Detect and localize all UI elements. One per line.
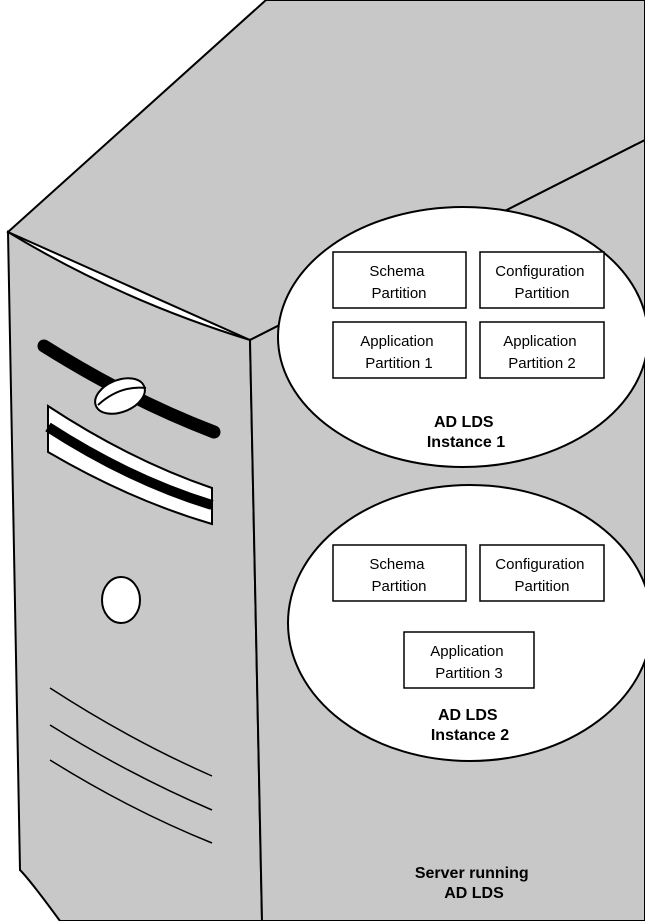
instance-2-label-line2: Instance 2 (431, 727, 509, 744)
instance-2-app3-line1: Application (430, 643, 503, 660)
drive-bay-stripe (45, 422, 214, 510)
instance-1-configuration-line1: Configuration (495, 263, 584, 280)
eject-button-shade (97, 386, 147, 406)
svg-text:Configuration Partition: Configuration Partition (495, 556, 588, 595)
vent-line-2 (49, 724, 213, 811)
server-top-face (6, 0, 645, 342)
instance-1-configuration-box (479, 251, 605, 309)
server-label-line1: Server running (415, 865, 529, 882)
svg-text:Server running AD LDS: Server running AD LDS (415, 865, 533, 902)
instance-2-configuration-box (479, 544, 605, 602)
svg-text:Application Partition 2: Application Partition 2 (503, 333, 581, 372)
instance-1-label-line1: AD LDS (434, 414, 494, 431)
instance-2-schema-line1: Schema (369, 556, 425, 573)
instance-1-app1-box (332, 321, 467, 379)
instance-1-configuration-line2: Partition (514, 285, 569, 302)
svg-text:AD LDS Instance 1: AD LDS Instance 1 (427, 414, 505, 451)
instance-1-schema-line1: Schema (369, 263, 425, 280)
instance-2: Schema Partition Configuration Partition… (287, 484, 645, 762)
instance-1-app1-line2: Partition 1 (365, 355, 433, 372)
server-tower (6, 0, 645, 921)
instance-1-app2-line2: Partition 2 (508, 355, 576, 372)
server-front-face (6, 230, 264, 921)
instance-2-label-line1: AD LDS (438, 707, 498, 724)
instance-2-app3-line2: Partition 3 (435, 665, 503, 682)
instance-2-schema-line2: Partition (371, 578, 426, 595)
instance-2-configuration-line1: Configuration (495, 556, 584, 573)
svg-text:Configuration Partition: Configuration Partition (495, 263, 588, 302)
instance-1-schema-box (332, 251, 467, 309)
vent-line-3 (49, 759, 213, 844)
instance-1-app2-box (479, 321, 605, 379)
svg-text:Application Partition 1: Application Partition 1 (360, 333, 438, 372)
instance-2-configuration-line2: Partition (514, 578, 569, 595)
instance-1: Schema Partition Configuration Partition… (277, 206, 645, 468)
instance-1-label-line2: Instance 1 (427, 434, 505, 451)
svg-text:AD LDS Instance 2: AD LDS Instance 2 (431, 707, 509, 744)
svg-text:Schema Partition: Schema Partition (369, 556, 428, 595)
instance-1-app2-line1: Application (503, 333, 576, 350)
power-button (101, 576, 141, 624)
vent-line-1 (49, 687, 213, 777)
instance-1-app1-line1: Application (360, 333, 433, 350)
svg-text:Schema Partition: Schema Partition (369, 263, 428, 302)
svg-text:Application Partition 3: Application Partition 3 (430, 643, 508, 682)
server-label-line2: AD LDS (444, 885, 504, 902)
instance-1-schema-line2: Partition (371, 285, 426, 302)
instance-2-app3-box (403, 631, 535, 689)
instance-2-schema-box (332, 544, 467, 602)
